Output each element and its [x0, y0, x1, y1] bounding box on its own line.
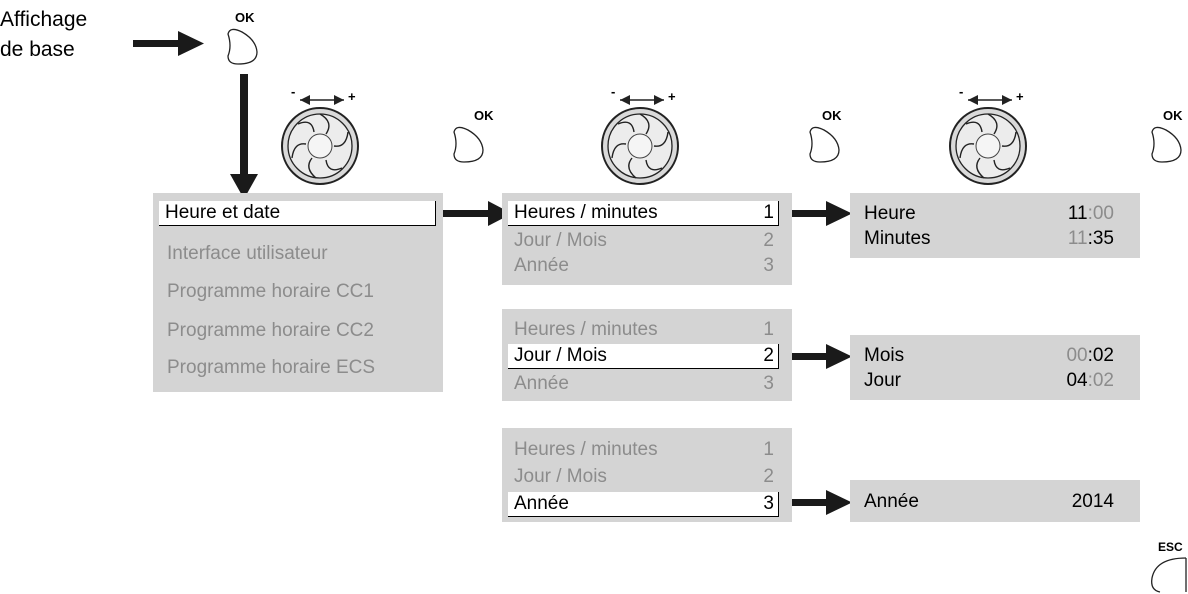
submenu-item-number: 3: [763, 493, 774, 514]
main-menu-item[interactable]: Programme horaire CC1: [167, 281, 374, 302]
intro-line-1: Affichage: [0, 8, 88, 31]
submenu-item-label: Jour / Mois: [514, 345, 607, 366]
minutes-value-minutes: 35: [1092, 228, 1114, 249]
submenu-item-number: 1: [763, 202, 774, 223]
submenu-item-number: 2: [763, 230, 774, 251]
heure-value-separator: :: [1087, 203, 1093, 224]
heure-value-minutes: 00: [1092, 203, 1114, 224]
arrow-down-to-menu: [230, 74, 258, 199]
rotary-dial-icon[interactable]: [600, 92, 680, 192]
ok-label-2: OK: [822, 108, 842, 123]
heure-value[interactable]: 11:00: [1068, 203, 1114, 225]
submenu-item-label: Heures / minutes: [514, 202, 658, 223]
submenu-item-label: Année: [514, 373, 569, 394]
ok-label-1: OK: [474, 108, 494, 123]
rotary-dial-icon[interactable]: [948, 92, 1028, 192]
minutes-value[interactable]: 11:35: [1068, 228, 1114, 250]
submenu-item-number: 2: [763, 345, 774, 366]
submenu-item-selected[interactable]: Année 3: [508, 492, 779, 517]
mois-label: Mois: [864, 345, 905, 366]
submenu-panel-3: Heures / minutes 1 Jour / Mois 2 Année 3: [502, 428, 792, 522]
submenu-panel-2: Heures / minutes 1 Jour / Mois 2 Année 3: [502, 309, 792, 401]
minutes-value-separator: :: [1087, 228, 1093, 249]
submenu-item-label: Heures / minutes: [514, 319, 658, 340]
submenu-item-number: 3: [763, 373, 774, 394]
main-menu-item[interactable]: Programme horaire ECS: [167, 357, 376, 378]
submenu-item-selected[interactable]: Jour / Mois 2: [508, 344, 779, 369]
main-menu-item-label: Heure et date: [165, 202, 281, 223]
ok-button-icon[interactable]: [450, 124, 486, 166]
dial-plus-label: +: [348, 89, 356, 104]
year-setting-panel: Année 2014: [850, 480, 1140, 522]
arrow-submenu-2-to-result: [790, 344, 852, 369]
dial-plus-label: +: [668, 89, 676, 104]
time-setting-panel: Heure 11:00 Minutes 11:35: [850, 193, 1140, 258]
submenu-item-number: 3: [763, 255, 774, 276]
ok-button-icon[interactable]: [224, 26, 260, 68]
date-setting-panel: Mois 00:02 Jour 04:02: [850, 335, 1140, 400]
ok-label-3: OK: [1163, 108, 1183, 123]
submenu-item-number: 1: [763, 319, 774, 340]
heure-value-hours: 11: [1067, 203, 1088, 224]
esc-label: ESC: [1158, 540, 1183, 554]
intro-text: Affichage de base: [0, 5, 87, 65]
annee-label: Année: [864, 491, 919, 512]
submenu-item-number: 2: [763, 466, 774, 487]
minutes-value-hours: 11: [1067, 228, 1088, 249]
ok-button-icon[interactable]: [1148, 124, 1184, 166]
main-menu-panel: Heure et date Interface utilisateur Prog…: [153, 193, 443, 392]
main-menu-item-selected[interactable]: Heure et date: [159, 201, 436, 226]
dial-minus-label: -: [611, 84, 616, 99]
main-menu-item[interactable]: Programme horaire CC2: [167, 320, 374, 341]
submenu-item-label: Année: [514, 493, 569, 514]
submenu-item-number: 1: [763, 439, 774, 460]
jour-value-a: 04: [1066, 370, 1088, 391]
esc-button-icon[interactable]: [1150, 556, 1188, 594]
mois-value-separator: :: [1087, 345, 1093, 366]
dial-minus-label: -: [959, 84, 964, 99]
jour-value[interactable]: 04:02: [1066, 370, 1114, 392]
arrow-submenu-3-to-result: [790, 490, 852, 515]
submenu-item[interactable]: Année 3: [514, 255, 778, 277]
submenu-item-selected[interactable]: Heures / minutes 1: [508, 201, 779, 226]
mois-value-a: 00: [1066, 345, 1088, 366]
jour-label: Jour: [864, 370, 901, 391]
submenu-item-label: Année: [514, 255, 569, 276]
rotary-dial-icon[interactable]: [280, 92, 360, 192]
mois-value[interactable]: 00:02: [1066, 345, 1114, 367]
minutes-label: Minutes: [864, 228, 931, 249]
submenu-item[interactable]: Heures / minutes 1: [514, 439, 778, 461]
arrow-submenu-1-to-result: [790, 201, 852, 226]
arrow-intro-to-ok: [133, 31, 204, 56]
ok-button-icon[interactable]: [806, 124, 842, 166]
mois-value-b: 02: [1092, 345, 1114, 366]
submenu-item-label: Jour / Mois: [514, 230, 607, 251]
ok-label-top: OK: [235, 10, 255, 25]
submenu-item[interactable]: Heures / minutes 1: [514, 319, 778, 341]
arrow-menu-to-submenu: [441, 201, 512, 226]
submenu-item-label: Heures / minutes: [514, 439, 658, 460]
submenu-item-label: Jour / Mois: [514, 466, 607, 487]
annee-value[interactable]: 2014: [1071, 491, 1114, 512]
submenu-item[interactable]: Jour / Mois 2: [514, 230, 778, 252]
dial-minus-label: -: [291, 84, 296, 99]
main-menu-item[interactable]: Interface utilisateur: [167, 243, 328, 264]
submenu-item[interactable]: Année 3: [514, 373, 778, 395]
jour-value-separator: :: [1087, 370, 1093, 391]
heure-label: Heure: [864, 203, 916, 224]
dial-plus-label: +: [1016, 89, 1024, 104]
jour-value-b: 02: [1092, 370, 1114, 391]
submenu-item[interactable]: Jour / Mois 2: [514, 466, 778, 488]
intro-line-2: de base: [0, 38, 75, 61]
submenu-panel-1: Heures / minutes 1 Jour / Mois 2 Année 3: [502, 193, 792, 285]
